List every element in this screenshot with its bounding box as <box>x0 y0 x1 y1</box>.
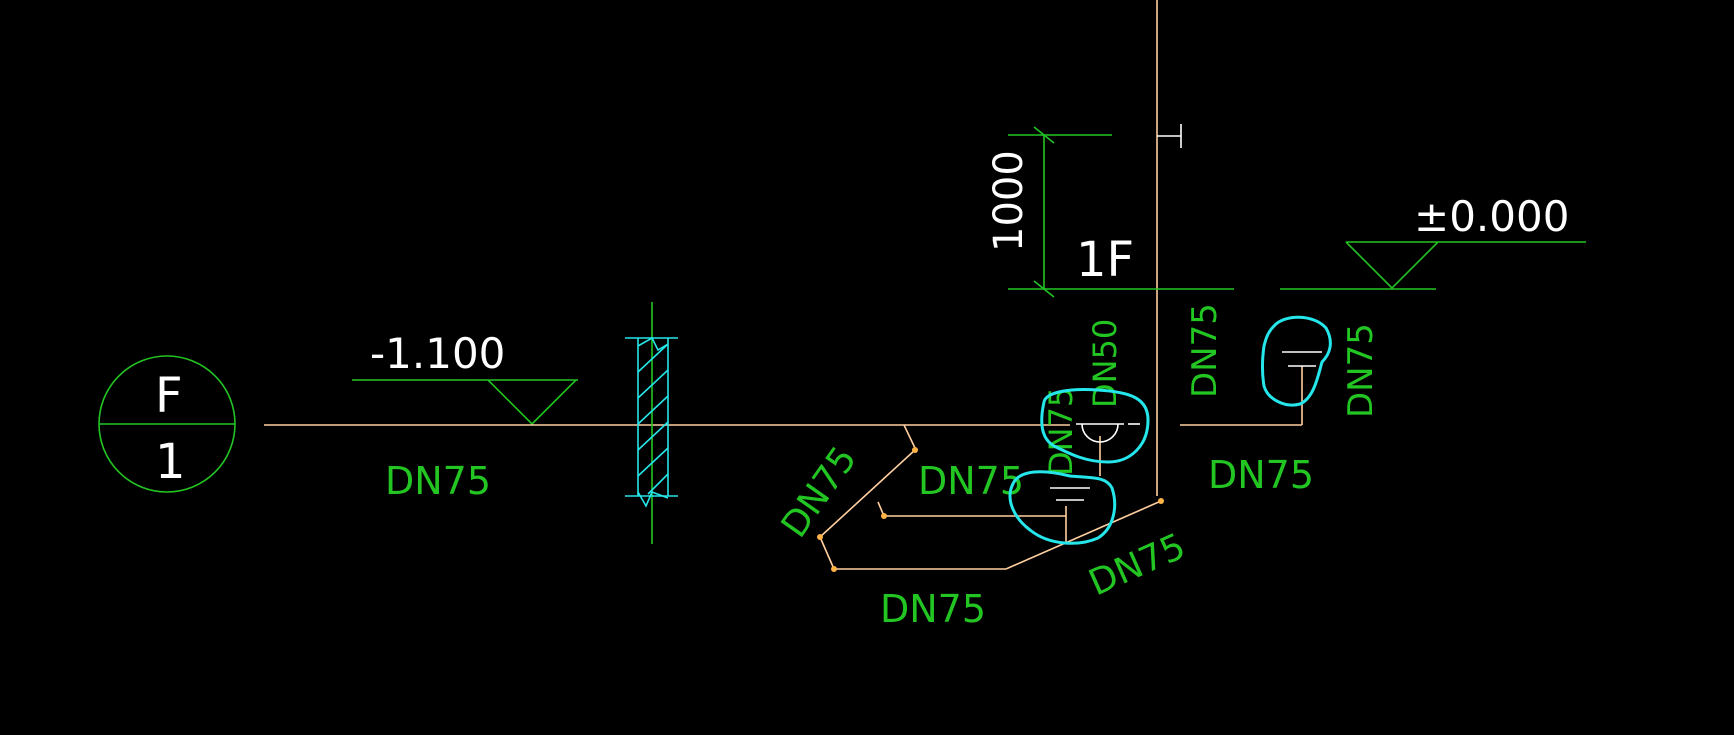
joint-dot-2 <box>817 534 823 540</box>
joint-dot-5 <box>1158 498 1164 504</box>
markup-cloud-icon <box>1261 315 1332 407</box>
pipe-label-right-horizontal: DN75 <box>1208 453 1314 497</box>
pipe-label-middle: DN75 <box>918 459 1024 503</box>
pipe-label-diag-left: DN75 <box>774 439 865 545</box>
branch-tick <box>903 424 916 449</box>
cleanout-arc <box>1081 423 1119 443</box>
branch-pipes <box>817 424 1164 572</box>
pipe-label-far-right-vertical: DN75 <box>1341 323 1381 418</box>
elevation-left-label: -1.100 <box>370 329 505 378</box>
dimension-1000: 1000 1F <box>986 126 1234 298</box>
cleanout-icon <box>1076 423 1140 443</box>
elevation-right-label: ±0.000 <box>1414 192 1569 241</box>
elevation-marker-right: ±0.000 <box>1280 192 1586 290</box>
axis-label-bottom: 1 <box>155 434 186 490</box>
floor-label: 1F <box>1076 232 1134 288</box>
branch-main-diagonal <box>1005 500 1162 570</box>
elevation-marker-left: -1.100 <box>352 329 578 426</box>
wall-break-bottom <box>637 490 669 508</box>
hatch-1 <box>637 343 669 373</box>
hatch-4 <box>637 421 669 451</box>
axis-bubble-icon: F 1 <box>98 355 236 493</box>
elevation-triangle-icon <box>487 379 577 426</box>
pipe-label-main-left: DN75 <box>385 459 491 503</box>
joint-dot-1 <box>912 447 918 453</box>
wall-break-hatch-icon <box>625 302 678 544</box>
hatch-3 <box>637 395 669 425</box>
pipe-label-bottom: DN75 <box>880 587 986 631</box>
floor-drain-icon <box>1050 487 1090 501</box>
wall-break-top <box>637 336 669 352</box>
markup-cloud-icon <box>1040 388 1150 464</box>
joint-dot-3 <box>831 566 837 572</box>
dimension-tick-top <box>1033 126 1055 144</box>
dimension-tick-bottom <box>1033 280 1055 298</box>
pipe-label-vertical-2: DN50 <box>1086 319 1124 408</box>
joint-dot-4 <box>881 513 887 519</box>
axis-label-top: F <box>155 368 183 424</box>
hatch-5 <box>637 447 669 477</box>
pipe-label-vertical-1: DN75 <box>1042 387 1080 476</box>
hatch-6 <box>647 473 669 495</box>
dimension-value: 1000 <box>986 150 1032 252</box>
elevation-triangle-icon <box>1345 241 1439 290</box>
branch-diagonal-lower <box>819 536 835 570</box>
hatch-2 <box>637 369 669 399</box>
markup-cloud-icon <box>1008 470 1117 545</box>
floor-drain-icon <box>1282 351 1322 367</box>
branch-diagonal-upper <box>819 449 916 538</box>
pipe-label-right-vertical: DN75 <box>1185 303 1225 398</box>
